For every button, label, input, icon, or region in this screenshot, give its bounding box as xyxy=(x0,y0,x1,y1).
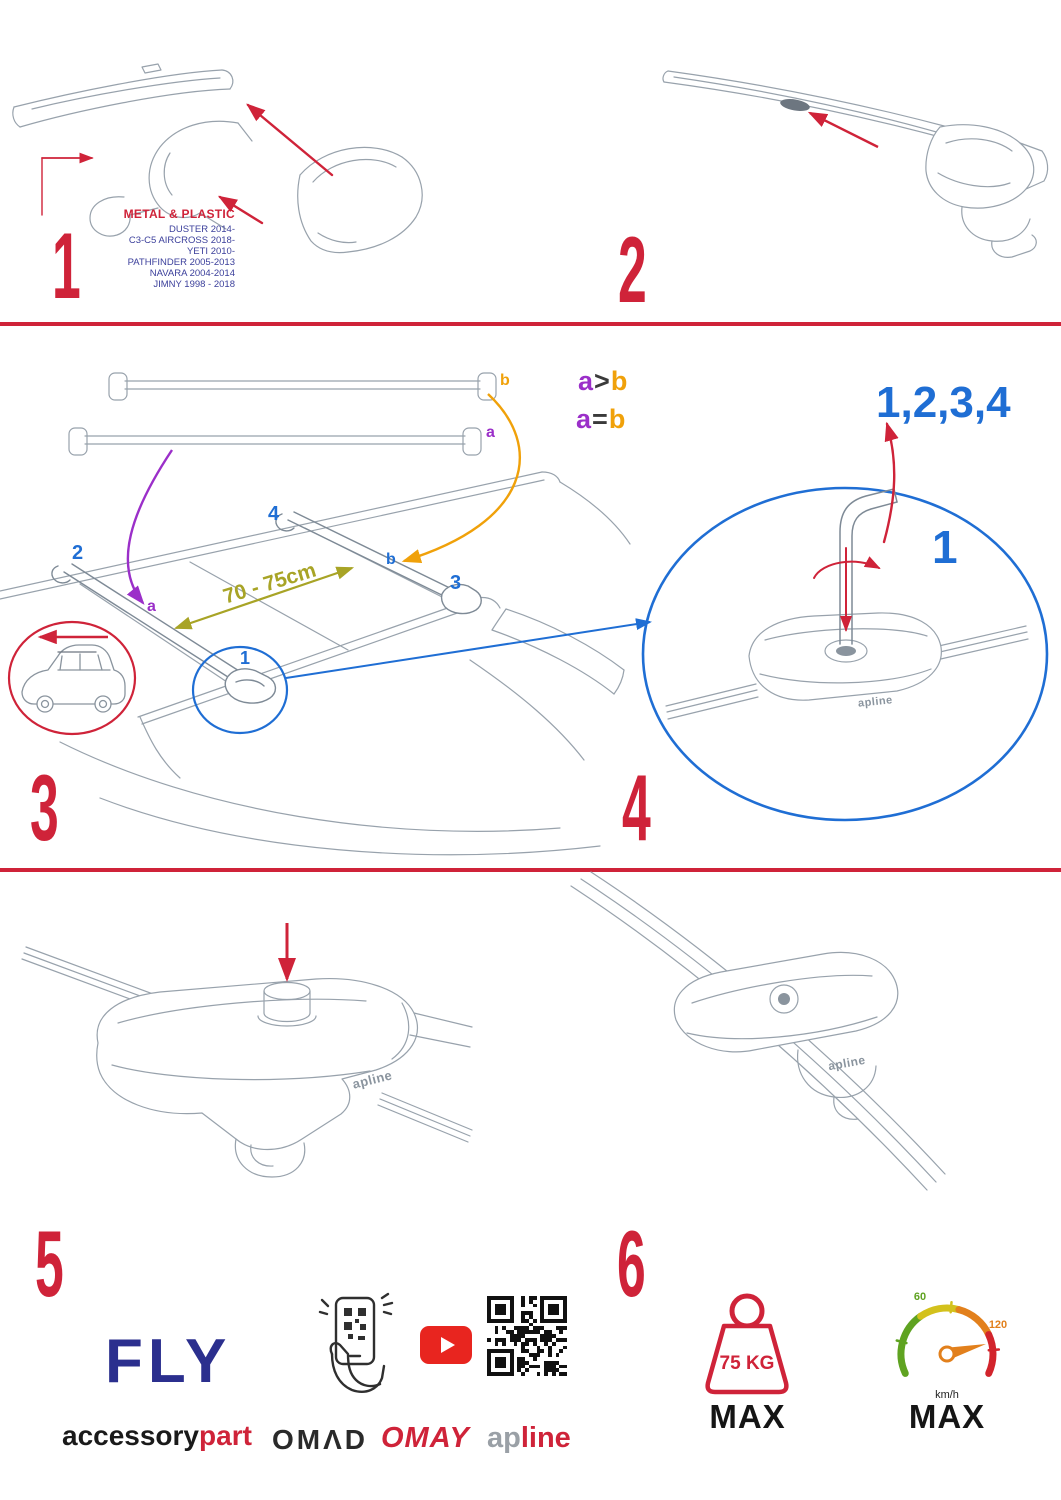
speed-high-label: 120 xyxy=(989,1319,1007,1331)
step2-number: 2 xyxy=(618,217,647,322)
apline-logo: apline xyxy=(487,1422,571,1455)
model-item: PATHFINDER 2005-2013 xyxy=(127,257,235,268)
apline-prefix: ap xyxy=(487,1422,521,1454)
material-label: METAL & PLASTIC xyxy=(123,207,235,221)
step3-number: 3 xyxy=(30,755,59,860)
qr-code xyxy=(487,1296,567,1376)
omad-logo: OMΛD xyxy=(272,1424,368,1455)
step1-illustration xyxy=(12,63,423,254)
speedometer-icon: 60 120 km/h xyxy=(895,1291,1007,1401)
rule-right: b xyxy=(610,366,629,396)
tighten-sequence: 1,2,3,4 xyxy=(876,378,1011,427)
rule-op: = xyxy=(592,404,609,434)
weight-value: 75 KG xyxy=(720,1353,775,1374)
bar-label-a: a xyxy=(486,424,495,441)
step4-number: 4 xyxy=(622,755,651,860)
speed-low-label: 60 xyxy=(914,1291,926,1303)
zoom-circle xyxy=(641,486,1049,822)
step3-illustration xyxy=(0,372,652,856)
apline-suffix: line xyxy=(520,1422,571,1454)
accessorypart-logo: accessorypart xyxy=(62,1420,252,1452)
section-divider xyxy=(0,322,1061,326)
weight-max-label: MAX xyxy=(709,1398,786,1435)
rule-a-eq-b: a=b xyxy=(576,404,626,435)
phone-scan-icon xyxy=(318,1292,394,1393)
bar-label-b: b xyxy=(500,372,510,389)
section-divider xyxy=(0,868,1061,872)
model-item: NAVARA 2004-2014 xyxy=(149,268,235,279)
rule-right: b xyxy=(608,404,627,434)
youtube-icon xyxy=(420,1326,472,1364)
model-item: JIMNY 1998 - 2018 xyxy=(153,279,235,290)
model-item: C3-C5 AIRCROSS 2018- xyxy=(128,235,235,246)
step6-number: 6 xyxy=(617,1211,646,1316)
speed-max-label: MAX xyxy=(908,1398,986,1435)
fly-logo: FLY xyxy=(105,1327,232,1396)
part-text: part xyxy=(199,1420,252,1451)
step5-number: 5 xyxy=(35,1211,64,1316)
weight-limit-icon: 75 KG xyxy=(705,1293,789,1395)
step5-illustration xyxy=(21,923,473,1178)
rule-left: a xyxy=(576,404,593,434)
model-item: YETI 2010- xyxy=(186,246,235,257)
roof-label-a: a xyxy=(147,598,156,615)
model-list: DUSTER 2014- C3-C5 AIRCROSS 2018- YETI 2… xyxy=(85,224,235,290)
accessory-text: accessory xyxy=(62,1420,200,1451)
step4-illustration xyxy=(641,421,1049,822)
position-1: 1 xyxy=(240,648,251,668)
position-4: 4 xyxy=(268,503,280,525)
step1-number: 1 xyxy=(52,213,81,318)
speed-unit-label: km/h xyxy=(935,1389,959,1401)
rule-left: a xyxy=(578,366,595,396)
step6-illustration xyxy=(570,871,946,1191)
rule-op: > xyxy=(594,366,611,396)
position-3: 3 xyxy=(450,572,462,594)
omay-logo: OMAY xyxy=(381,1422,470,1454)
roof-label-b: b xyxy=(386,551,396,568)
step1-label-block: METAL & PLASTIC DUSTER 2014- C3-C5 AIRCR… xyxy=(85,207,235,290)
step2-illustration xyxy=(662,70,1049,258)
rule-a-gt-b: a>b xyxy=(578,366,628,397)
position-1-zoom: 1 xyxy=(932,521,958,573)
model-item: DUSTER 2014- xyxy=(169,224,235,235)
car-direction-icon xyxy=(7,620,137,736)
position-2: 2 xyxy=(72,542,84,564)
